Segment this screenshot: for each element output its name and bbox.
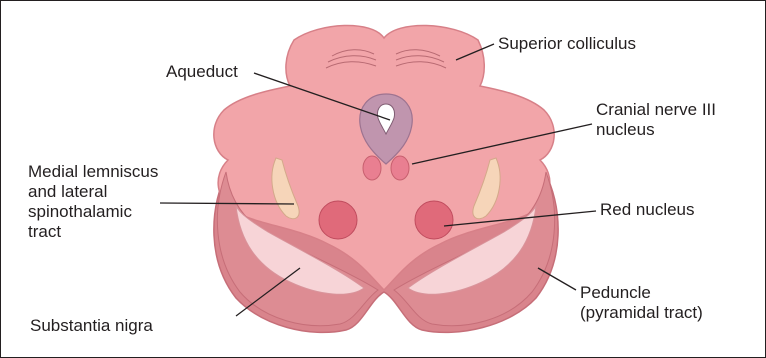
red-nucleus-right [415,201,453,239]
label-medial-lemniscus-line3: spinothalamic [28,202,158,222]
cn3-nucleus-right [391,156,409,180]
label-superior-colliculus: Superior colliculus [498,34,636,54]
label-cranial-nerve-iii: Cranial nerve III nucleus [596,100,716,140]
cn3-nucleus-left [363,156,381,180]
label-aqueduct: Aqueduct [166,62,238,82]
red-nucleus-left [319,201,357,239]
label-medial-lemniscus-line1: Medial lemniscus [28,162,158,182]
label-cranial-nerve-iii-line2: nucleus [596,120,716,140]
label-peduncle: Peduncle (pyramidal tract) [580,283,703,323]
label-medial-lemniscus: Medial lemniscus and lateral spinothalam… [28,162,158,242]
label-cranial-nerve-iii-line1: Cranial nerve III [596,100,716,120]
label-substantia-nigra: Substantia nigra [30,316,153,336]
label-peduncle-line2: (pyramidal tract) [580,303,703,323]
label-medial-lemniscus-line2: and lateral [28,182,158,202]
label-peduncle-line1: Peduncle [580,283,703,303]
label-red-nucleus: Red nucleus [600,200,695,220]
label-medial-lemniscus-line4: tract [28,222,158,242]
